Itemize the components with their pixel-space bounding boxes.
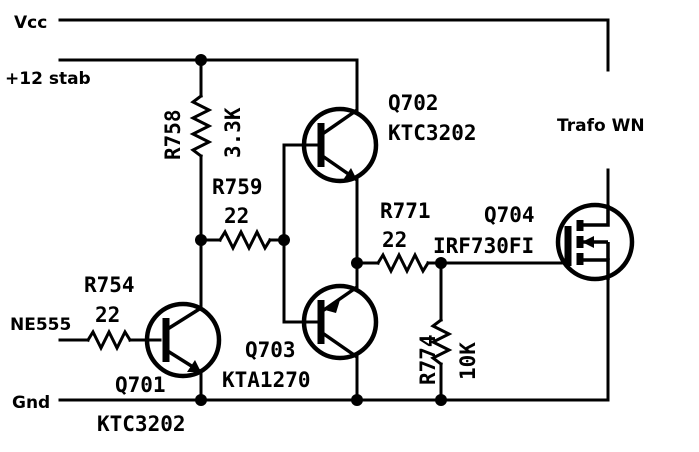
r774-ref-label: R774 (416, 334, 440, 385)
trafo-label: Trafo WN (557, 116, 645, 136)
stab12-rail (58, 58, 359, 112)
r771-resistor (355, 251, 443, 275)
vcc-label: Vcc (14, 13, 47, 33)
gnd-rail (58, 278, 610, 402)
ne555-label: NE555 (10, 315, 71, 335)
q701-ref-label: Q701 (115, 373, 166, 397)
vcc-rail (58, 18, 610, 72)
r754-value-label: 22 (95, 303, 120, 327)
q701-part-label: KTC3202 (97, 412, 186, 436)
r758-ref-label: R758 (161, 109, 185, 160)
q703-ref-label: Q703 (245, 338, 296, 362)
q704-part-label: IRF730FI (433, 234, 534, 258)
q702-transistor (301, 106, 379, 184)
gnd-label: Gnd (12, 393, 50, 413)
r771-ref-label: R771 (380, 199, 431, 223)
q702-part-label: KTC3202 (388, 121, 477, 145)
r759-ref-label: R759 (212, 175, 263, 199)
q702-ref-label: Q702 (388, 91, 439, 115)
q703-transistor (301, 283, 379, 361)
r758-value-label: 3.3K (221, 107, 245, 158)
r774-value-label: 10K (456, 342, 480, 380)
r759-value-label: 22 (224, 204, 249, 228)
push-pull-base-wire (282, 143, 320, 324)
junction-dots (195, 54, 447, 406)
q701-transistor (144, 301, 222, 402)
r759-resistor (199, 228, 286, 252)
r771-value-label: 22 (382, 228, 407, 252)
r758-resistor (189, 58, 213, 310)
q704-mosfet (555, 202, 635, 282)
q704-ref-label: Q704 (484, 203, 535, 227)
q703-part-label: KTA1270 (222, 368, 311, 392)
r754-ref-label: R754 (84, 273, 135, 297)
stab12-label: +12 stab (5, 69, 91, 89)
